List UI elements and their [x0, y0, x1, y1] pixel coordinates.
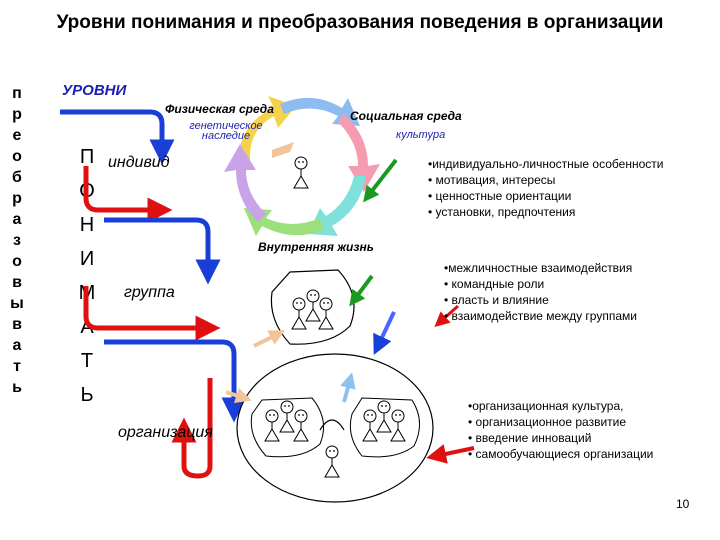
- organization-point: •организационная культура,: [468, 399, 624, 413]
- page-number: 10: [676, 497, 690, 511]
- understand-letter: И: [79, 248, 95, 270]
- vertical-letter: в: [12, 274, 22, 291]
- red-level-arrow: [171, 378, 213, 479]
- social-environment-label: Социальная среда: [350, 109, 462, 123]
- group-point: • взаимодействие между группами: [444, 309, 637, 323]
- red-influence-arrow: [426, 444, 475, 464]
- vertical-letter: е: [12, 127, 22, 144]
- peach-influence-arrow: [253, 330, 286, 348]
- individual-point: •индивидуально-личностные особенности: [428, 157, 664, 171]
- vertical-letter: а: [12, 211, 22, 228]
- group-points-list: •межличностные взаимодействия • командны…: [444, 260, 637, 324]
- physical-environment-label: Физическая среда: [165, 102, 274, 116]
- blue-level-arrow: [104, 339, 247, 423]
- understand-letter: П: [79, 146, 95, 168]
- individual-point: • установки, предпочтения: [428, 205, 576, 219]
- green-influence-arrow: [349, 274, 374, 307]
- green-influence-arrow: [363, 158, 398, 203]
- genetic-heritage-label: генетическое наследие: [189, 120, 263, 142]
- cycle-arrow-segment: [338, 114, 380, 192]
- group-point: •межличностные взаимодействия: [444, 261, 633, 275]
- blue-level-arrow: [60, 109, 175, 165]
- cycle-arrow-segment: [272, 142, 294, 158]
- cycle-arrow-segment: [238, 96, 296, 162]
- individual-label: индивид: [108, 154, 170, 171]
- group-point: • командные роли: [444, 277, 545, 291]
- vertical-letter: в: [12, 316, 22, 333]
- org-connector: [319, 419, 345, 431]
- vertical-letter: а: [12, 337, 22, 354]
- understand-letter: А: [80, 316, 94, 338]
- organization-point: • самообучающиеся организации: [468, 447, 654, 461]
- cycle-arrow-segment: [280, 97, 360, 126]
- vertical-letter: б: [12, 169, 22, 186]
- blue-influence-arrow: [373, 311, 396, 356]
- vertical-letter: т: [13, 358, 21, 375]
- peach-influence-arrow: [225, 387, 252, 404]
- red-level-arrow: [83, 286, 221, 341]
- understand-letter: Н: [79, 214, 95, 236]
- levels-label: УРОВНИ: [62, 82, 127, 99]
- slide-title: Уровни понимания и преобразования поведе…: [56, 12, 664, 33]
- understand-letter: Ь: [80, 384, 94, 406]
- culture-label: культура: [396, 129, 446, 141]
- inner-life-label: Внутренняя жизнь: [258, 240, 374, 254]
- vertical-letter: р: [12, 106, 22, 123]
- cycle-arrows: [224, 96, 380, 236]
- red-level-arrow: [83, 166, 173, 223]
- cycle-arrow-segment: [224, 144, 266, 222]
- lightblue-influence-arrow: [340, 372, 356, 403]
- vertical-letter: о: [12, 253, 22, 270]
- vertical-letter: п: [12, 85, 22, 102]
- vertical-letter: з: [13, 232, 21, 249]
- vertical-letter: ь: [12, 379, 22, 396]
- vertical-word: п р е о б р а з о в ы в а т ь: [8, 83, 26, 398]
- vertical-letter: р: [12, 190, 22, 207]
- organization-point: • организационное развитие: [468, 415, 627, 429]
- understand-letter: Т: [80, 350, 94, 372]
- organization-points-list: •организационная культура, • организацио…: [468, 398, 653, 462]
- blue-level-arrow: [104, 217, 221, 285]
- cycle-arrow-segment: [308, 176, 366, 236]
- vertical-letter: о: [12, 148, 22, 165]
- individual-point: • ценностные ориентации: [428, 189, 572, 203]
- vertical-letter: ы: [10, 295, 24, 312]
- individual-person-figure: [293, 156, 309, 189]
- group-point: • власть и влияние: [444, 293, 549, 307]
- organization-label: организация: [118, 424, 213, 441]
- organization-shape: [236, 353, 434, 503]
- individual-points-list: •индивидуально-личностные особенности • …: [428, 156, 663, 220]
- organization-point: • введение инноваций: [468, 431, 592, 445]
- individual-point: • мотивация, интересы: [428, 173, 556, 187]
- group-label: группа: [124, 284, 175, 301]
- red-influence-arrow: [434, 304, 459, 327]
